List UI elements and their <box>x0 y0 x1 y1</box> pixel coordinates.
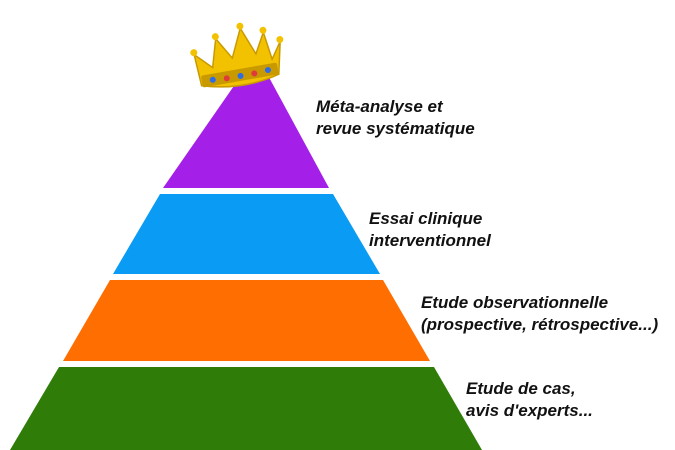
crown-tip <box>259 26 267 34</box>
level-label-line: Etude de cas, <box>466 379 576 398</box>
crown-tip <box>276 36 284 44</box>
level-label-line: interventionnel <box>369 231 491 250</box>
pyramid-tier-clinical-trial <box>113 194 380 274</box>
level-label-meta-analysis: Méta-analyse et revue systématique <box>316 96 475 140</box>
level-label-line: Méta-analyse et <box>316 97 443 116</box>
crown-jewel <box>223 75 230 82</box>
crown-icon <box>190 22 284 88</box>
pyramid-tier-observational-study <box>63 280 430 361</box>
level-label-clinical-trial: Essai clinique interventionnel <box>369 208 491 252</box>
level-label-line: Etude observationnelle <box>421 293 609 312</box>
level-label-line: Essai clinique <box>369 209 483 228</box>
crown-jewel <box>251 70 258 77</box>
pyramid-tier-meta-analysis <box>163 70 329 188</box>
level-label-line: revue systématique <box>316 119 475 138</box>
level-label-line: (prospective, rétrospective...) <box>421 315 659 334</box>
crown-jewel <box>209 76 216 83</box>
crown-tip <box>190 49 198 57</box>
level-label-case-study: Etude de cas, avis d'experts... <box>466 378 593 422</box>
level-label-observational-study: Etude observationnelle (prospective, rét… <box>421 292 658 336</box>
crown-tip <box>211 33 219 41</box>
crown-jewel <box>264 67 271 74</box>
level-label-line: avis d'experts... <box>466 401 593 420</box>
pyramid-tier-case-study <box>10 367 482 450</box>
crown-tip <box>236 22 244 30</box>
crown-jewel <box>237 72 244 79</box>
